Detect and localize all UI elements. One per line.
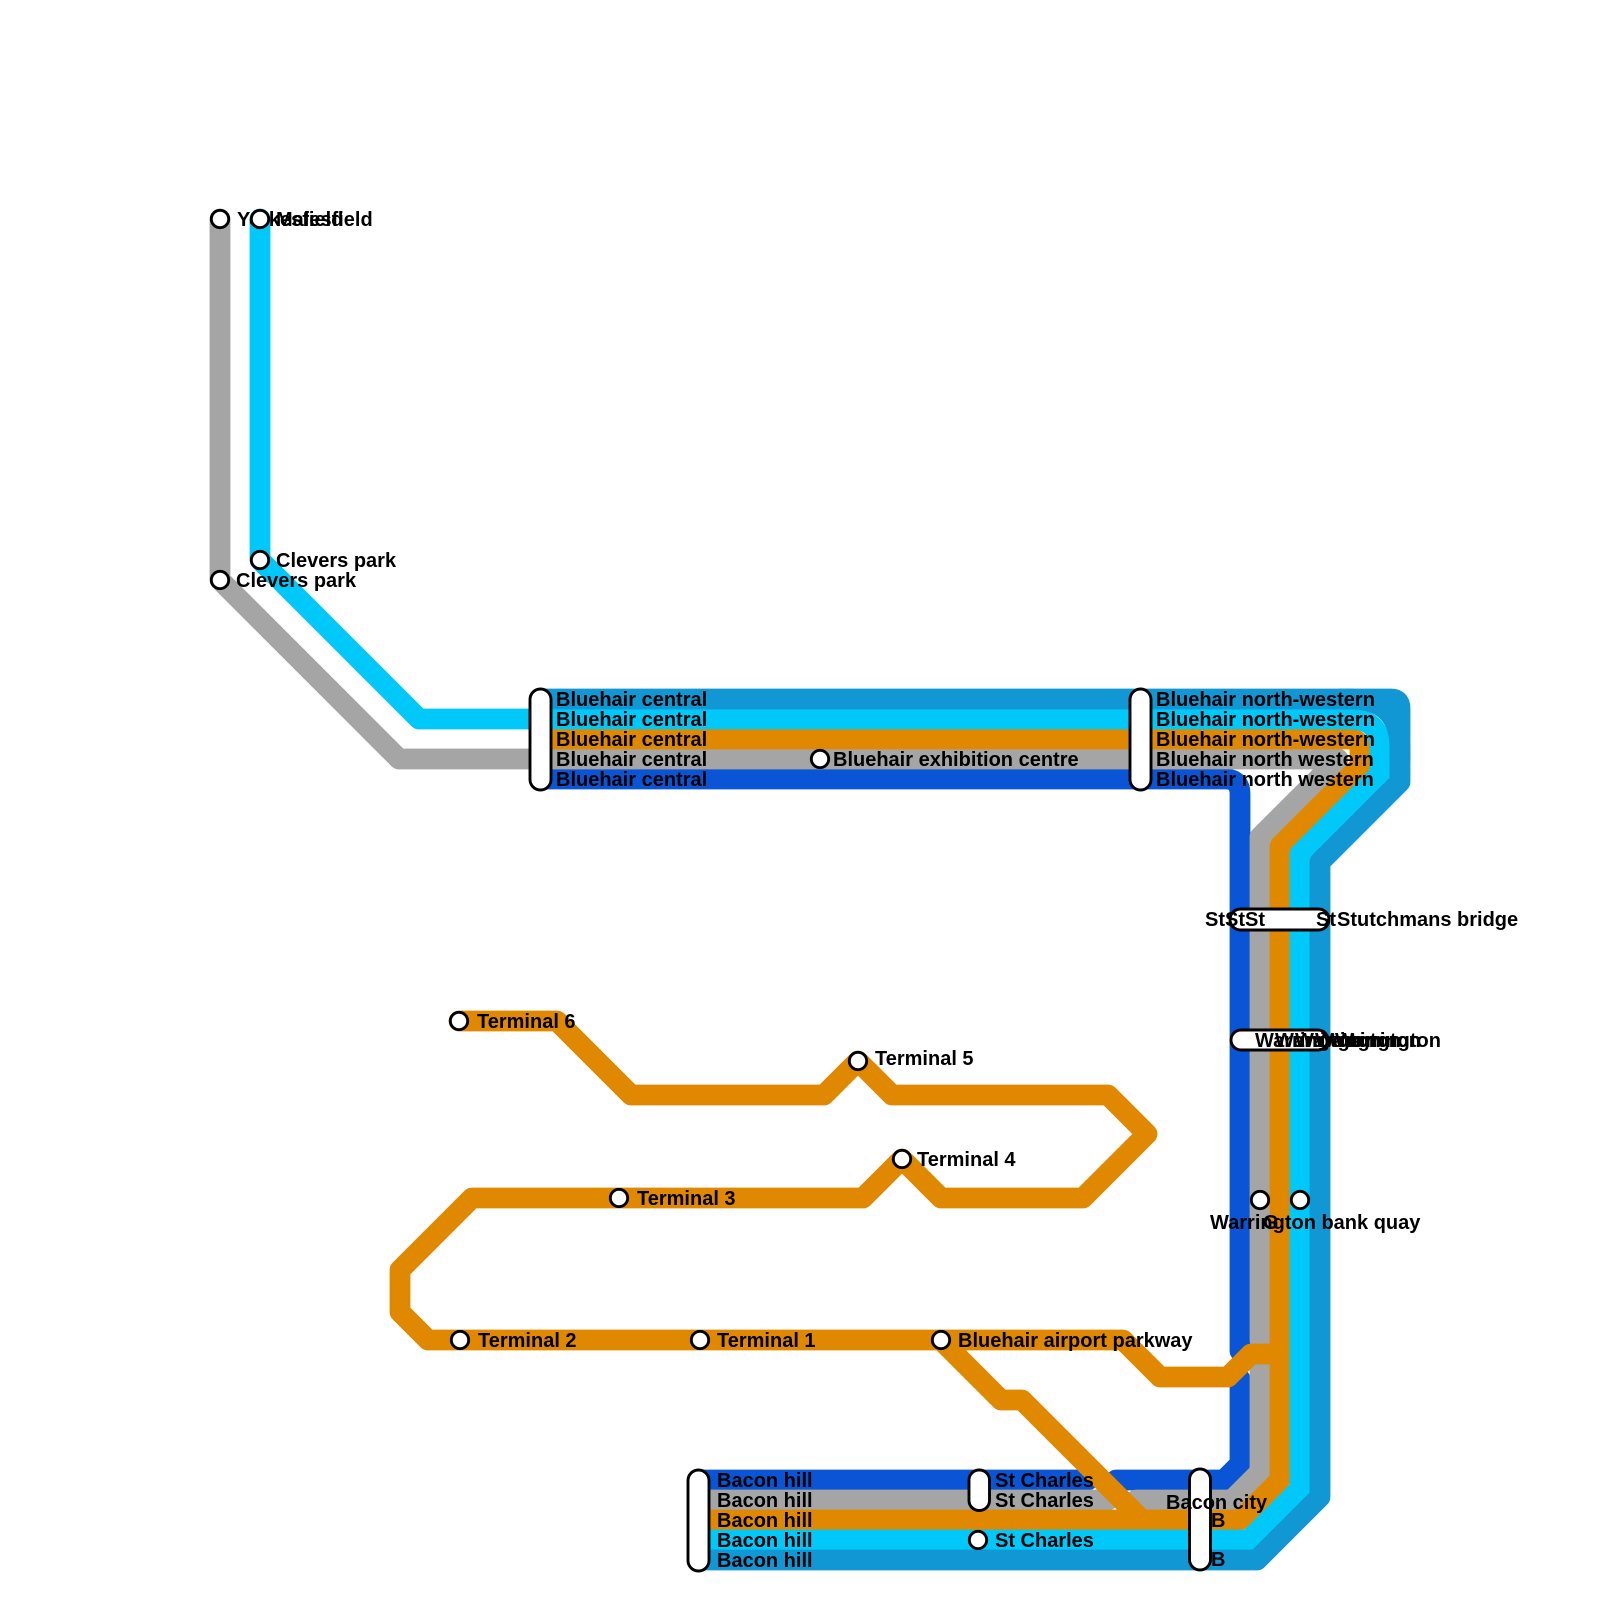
svg-text:Warrington: Warrington xyxy=(1255,1030,1361,1052)
svg-text:Bluehair central: Bluehair central xyxy=(556,749,707,771)
svg-text:Bluehair airport parkway: Bluehair airport parkway xyxy=(958,1330,1193,1352)
svg-text:St Charles: St Charles xyxy=(995,1470,1094,1492)
svg-text:Bluehair central: Bluehair central xyxy=(556,689,707,711)
svg-text:Bluehair north western: Bluehair north western xyxy=(1156,769,1374,791)
svg-text:St: St xyxy=(1316,909,1336,931)
svg-text:Bluehair central: Bluehair central xyxy=(556,729,707,751)
svg-text:Bluehair exhibition centre: Bluehair exhibition centre xyxy=(833,749,1079,771)
svg-text:Bluehair north-western: Bluehair north-western xyxy=(1156,729,1375,751)
svg-text:St Charles: St Charles xyxy=(995,1530,1094,1552)
svg-text:Warrington: Warrington xyxy=(1275,1030,1381,1052)
svg-text:Terminal 5: Terminal 5 xyxy=(875,1048,974,1070)
svg-text:Bluehair north western: Bluehair north western xyxy=(1156,749,1374,771)
svg-text:B: B xyxy=(1211,1510,1225,1532)
svg-text:Warrington: Warrington xyxy=(1315,1030,1421,1052)
svg-text:Warrington bank quay: Warrington bank quay xyxy=(1210,1212,1421,1234)
svg-text:Clevers park: Clevers park xyxy=(236,570,357,592)
svg-text:Warrington: Warrington xyxy=(1335,1030,1441,1052)
svg-text:B: B xyxy=(1211,1549,1225,1571)
svg-text:St: St xyxy=(1245,909,1265,931)
svg-text:Bacon hill: Bacon hill xyxy=(717,1490,813,1512)
svg-text:Bacon hill: Bacon hill xyxy=(717,1510,813,1532)
svg-text:Bluehair north-western: Bluehair north-western xyxy=(1156,709,1375,731)
svg-text:Bacon hill: Bacon hill xyxy=(717,1470,813,1492)
svg-text:Bluehair north-western: Bluehair north-western xyxy=(1156,689,1375,711)
svg-text:Malesfield: Malesfield xyxy=(276,209,373,231)
svg-text:Bacon hill: Bacon hill xyxy=(717,1550,813,1572)
svg-text:Terminal 2: Terminal 2 xyxy=(478,1330,577,1352)
svg-text:Terminal 4: Terminal 4 xyxy=(917,1149,1016,1171)
svg-text:St Charles: St Charles xyxy=(995,1490,1094,1512)
svg-text:Terminal 3: Terminal 3 xyxy=(637,1188,736,1210)
svg-text:Bacon city: Bacon city xyxy=(1166,1492,1268,1514)
svg-text:Terminal 6: Terminal 6 xyxy=(477,1011,576,1033)
svg-text:Bluehair central: Bluehair central xyxy=(556,709,707,731)
svg-text:Terminal 1: Terminal 1 xyxy=(717,1330,816,1352)
svg-text:St: St xyxy=(1205,909,1225,931)
svg-text:Clevers park: Clevers park xyxy=(276,550,397,572)
svg-text:G: G xyxy=(1263,1212,1279,1234)
svg-text:Bluehair central: Bluehair central xyxy=(556,769,707,791)
svg-text:Bacon hill: Bacon hill xyxy=(717,1530,813,1552)
svg-text:St: St xyxy=(1225,909,1245,931)
svg-text:Stutchmans bridge: Stutchmans bridge xyxy=(1337,909,1518,931)
svg-text:Warrington: Warrington xyxy=(1295,1030,1401,1052)
